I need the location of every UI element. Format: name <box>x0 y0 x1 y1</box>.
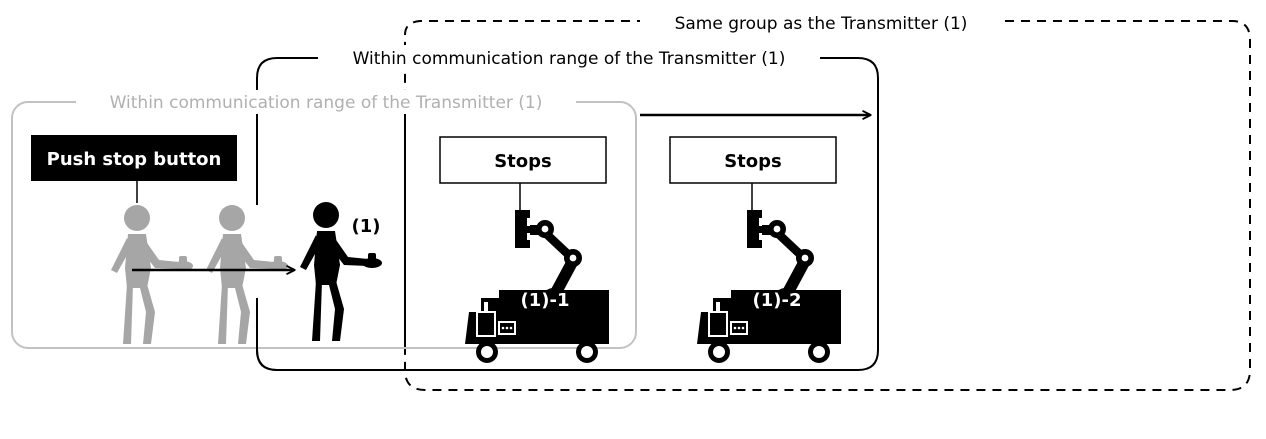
prior-range-label: Within communication range of the Transm… <box>110 93 543 113</box>
robot-2-status: Stops <box>724 151 782 172</box>
action-box <box>31 135 237 181</box>
operator-id: (1) <box>352 216 381 237</box>
range-label: Within communication range of the Transm… <box>353 49 786 69</box>
person-icon <box>111 205 193 344</box>
robot-vehicle-icon <box>696 209 842 364</box>
robot-vehicle-icon <box>464 209 610 364</box>
same-group-boundary <box>404 20 1251 391</box>
group-label: Same group as the Transmitter (1) <box>675 14 968 34</box>
robot-2-status-box <box>669 136 837 184</box>
robot-1-status-box <box>439 136 607 184</box>
robot-1-id: (1)-1 <box>521 290 570 311</box>
action-label: Push stop button <box>47 149 222 170</box>
robot-2-id: (1)-2 <box>753 290 802 311</box>
robot-1-status: Stops <box>494 151 552 172</box>
person-icon <box>206 205 288 344</box>
